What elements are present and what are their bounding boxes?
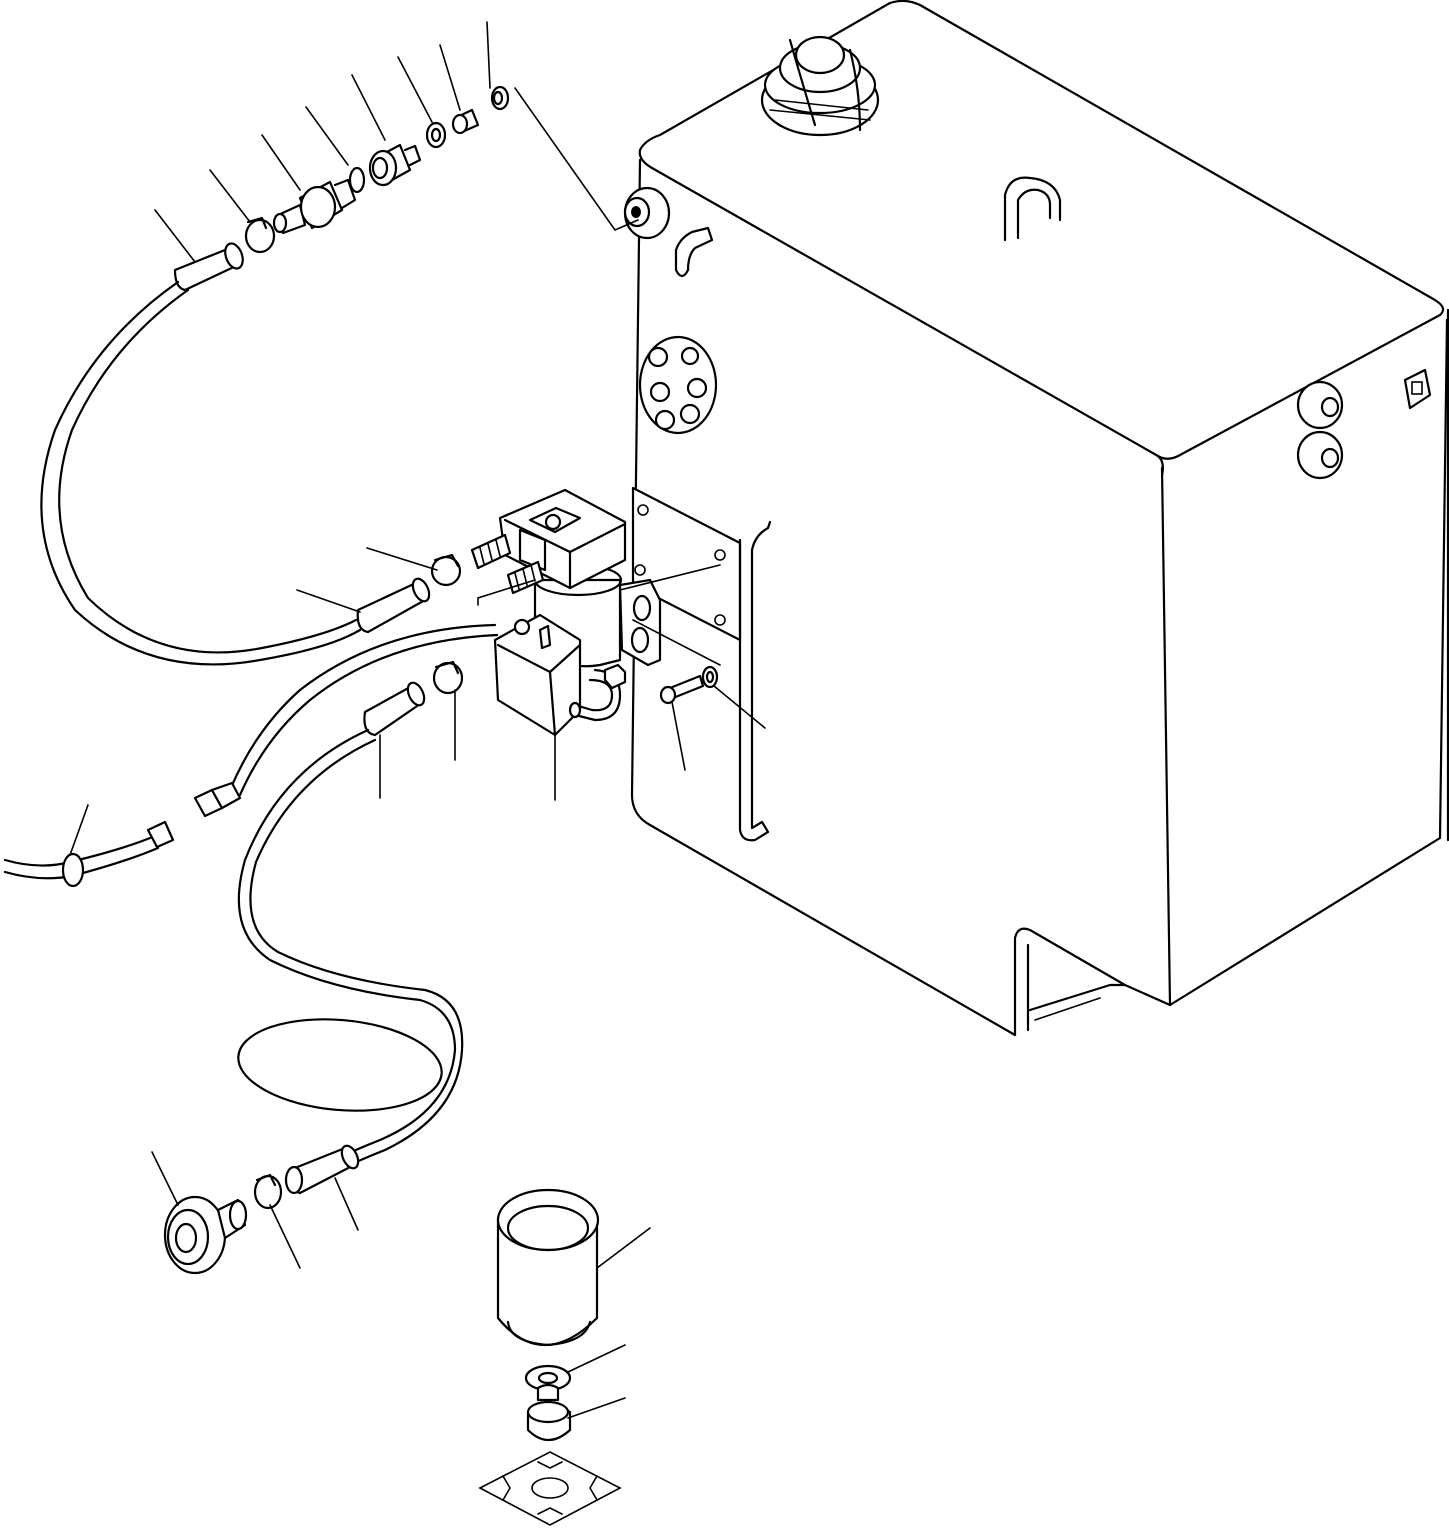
hydraulic-tank [623,0,1449,1037]
middle-hoses [3,547,556,1167]
fitting-chain-top [154,21,639,292]
filter-element [478,1188,651,1526]
solenoid-valve [470,488,721,737]
return-hose [40,280,362,666]
bolt-washer [659,665,766,771]
fitting-chain-bottom [151,1144,360,1275]
